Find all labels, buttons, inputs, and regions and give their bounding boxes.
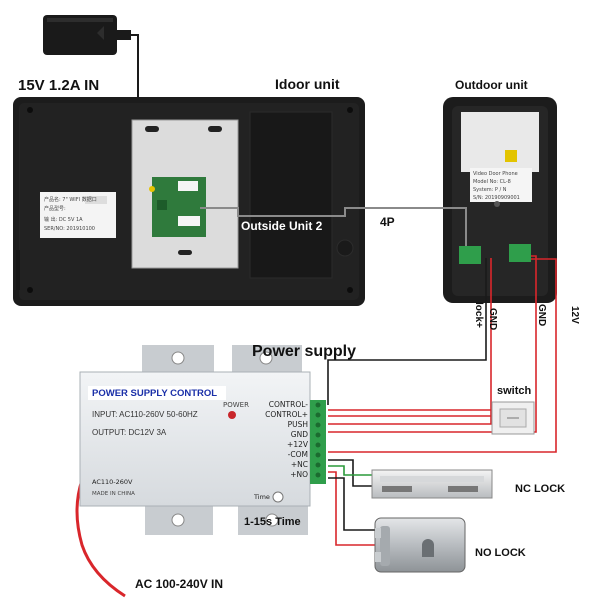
outdoor-unit-title: Outdoor unit bbox=[455, 78, 528, 92]
psu-output-spec: OUTPUT: DC12V 3A bbox=[92, 428, 167, 437]
wire-lock-plus bbox=[327, 258, 487, 405]
lock-plus-label: lock+ bbox=[473, 302, 484, 328]
terminal-com: -COM bbox=[287, 450, 308, 459]
twelve-v-label: 12V bbox=[569, 306, 580, 324]
psu-input-spec: INPUT: AC110-260V 50-60HZ bbox=[92, 410, 198, 419]
gnd-right-label: GND bbox=[536, 304, 547, 327]
terminal-12v: +12V bbox=[287, 440, 308, 449]
psu-power-led-label: POWER bbox=[223, 401, 249, 409]
wire-nc bbox=[328, 465, 372, 476]
terminal-no: +NO bbox=[290, 470, 308, 479]
time-knob-icon bbox=[272, 491, 284, 503]
wire-switch-b bbox=[328, 415, 501, 420]
outdoor-sticker-line3: System: P / N bbox=[473, 187, 507, 193]
power-input-label: 15V 1.2A IN bbox=[18, 77, 100, 94]
psu-time-label: Time bbox=[254, 493, 270, 501]
indoor-sticker-line1: 产品名: 7" WIFI 数据口 bbox=[44, 197, 97, 203]
wire-no bbox=[328, 471, 380, 546]
indoor-sticker-line4: SER/NO: 201910100 bbox=[44, 226, 95, 232]
psu-made-in-label: MADE IN CHINA bbox=[92, 491, 135, 497]
nc-lock-icon bbox=[371, 469, 493, 499]
psu-ac-label: AC110-260V bbox=[92, 478, 133, 486]
outdoor-sticker-line1: Video Door Phone bbox=[473, 171, 518, 177]
nc-lock-label: NC LOCK bbox=[515, 483, 566, 495]
power-led-icon bbox=[228, 411, 236, 419]
power-supply-box bbox=[79, 345, 326, 535]
wire-12v bbox=[328, 258, 557, 453]
outdoor-terminal-left bbox=[459, 246, 481, 264]
terminal-nc: +NC bbox=[290, 460, 308, 469]
wire-com-nc bbox=[328, 459, 372, 487]
indoor-unit bbox=[13, 97, 365, 306]
outdoor-unit-spec-sticker bbox=[461, 112, 539, 172]
psu-title: POWER SUPPLY CONTROL bbox=[92, 388, 218, 399]
ac-input-label: AC 100-240V IN bbox=[135, 577, 224, 591]
wire-com-no bbox=[328, 477, 380, 531]
outdoor-terminal-right bbox=[509, 244, 531, 262]
no-lock-icon bbox=[374, 517, 466, 573]
terminal-control-minus: CONTROL- bbox=[268, 400, 308, 409]
outdoor-sticker-line4: S/N: 20190909001 bbox=[473, 195, 520, 201]
indoor-sticker-line3: 输 出: DC 5V 1A bbox=[44, 217, 83, 223]
outdoor-sticker-line2: Model No: CL-8 bbox=[473, 179, 511, 185]
power-supply-title: Power supply bbox=[252, 343, 357, 360]
switch-label: switch bbox=[497, 385, 532, 397]
time-range-label: 1-15s Time bbox=[244, 516, 301, 528]
four-pin-label: 4P bbox=[380, 215, 395, 229]
indoor-sticker-line2: 产品型号: bbox=[44, 206, 66, 212]
terminal-push: PUSH bbox=[287, 420, 308, 429]
psu-terminal-block bbox=[310, 400, 326, 484]
gnd-left-label: GND bbox=[487, 308, 498, 331]
outside-unit-2-label: Outside Unit 2 bbox=[241, 219, 323, 233]
wire-gnd-left bbox=[328, 258, 492, 425]
terminal-gnd: GND bbox=[290, 430, 308, 439]
exit-switch bbox=[491, 401, 535, 435]
ac-input-cable bbox=[75, 479, 126, 598]
no-lock-label: NO LOCK bbox=[475, 547, 526, 559]
outdoor-unit bbox=[443, 97, 557, 303]
wire-gnd-right bbox=[328, 255, 537, 433]
wire-switch-a bbox=[328, 406, 501, 411]
indoor-unit-title: Idoor unit bbox=[275, 76, 340, 92]
terminal-control-plus: CONTROL+ bbox=[265, 410, 308, 419]
four-pin-cable bbox=[200, 207, 467, 246]
